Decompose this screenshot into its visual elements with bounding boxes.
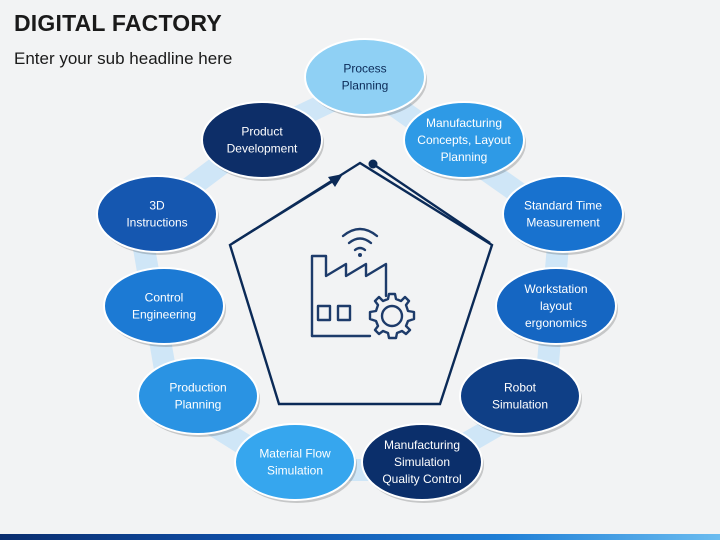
node-label-line: Material Flow xyxy=(259,447,331,461)
node-label-line: Process xyxy=(343,62,386,76)
node-ellipse xyxy=(201,101,323,179)
node-label-line: Measurement xyxy=(526,216,600,230)
node-label-line: Product xyxy=(241,125,283,139)
node-label-line: Control xyxy=(145,291,184,305)
node-workstation-layout-ergonomics: Workstation layout ergonomics xyxy=(495,267,618,347)
node-label-line: Manufacturing xyxy=(426,116,502,130)
node-label-line: Engineering xyxy=(132,308,196,322)
node-ellipse xyxy=(304,38,426,116)
node-label-line: ergonomics xyxy=(525,316,587,330)
node-label-line: layout xyxy=(540,299,573,313)
node-ellipse xyxy=(96,175,218,253)
node-ellipse xyxy=(502,175,624,253)
node-ellipse xyxy=(459,357,581,435)
node-ellipse xyxy=(234,423,356,501)
node-ellipse xyxy=(361,423,483,501)
process-arrow xyxy=(232,159,491,245)
node-ellipse xyxy=(103,267,225,345)
node-label-line: Standard Time xyxy=(524,199,602,213)
bottom-accent-bar xyxy=(0,534,720,540)
node-label-line: Workstation xyxy=(524,282,587,296)
center-pentagon xyxy=(228,161,494,406)
page-title: DIGITAL FACTORY xyxy=(14,10,222,36)
node-label-line: Development xyxy=(227,142,298,156)
node-label-line: Simulation xyxy=(492,398,548,412)
node-3d-instructions: 3D Instructions xyxy=(96,175,219,255)
node-label-line: Planning xyxy=(441,150,488,164)
node-label-line: Simulation xyxy=(394,455,450,469)
node-label-line: Production xyxy=(169,381,226,395)
node-label-line: Planning xyxy=(342,79,389,93)
node-ellipse xyxy=(403,101,525,179)
node-ellipse xyxy=(137,357,259,435)
node-label-line: Manufacturing xyxy=(384,438,460,452)
node-label-line: Instructions xyxy=(126,216,187,230)
smart-factory-icon xyxy=(310,227,416,340)
node-ellipse xyxy=(495,267,617,345)
node-label-line: Concepts, Layout xyxy=(417,133,511,147)
node-label-line: Robot xyxy=(504,381,537,395)
arrow-start-dot xyxy=(368,159,378,169)
node-label-line: Simulation xyxy=(267,464,323,478)
node-label-line: 3D xyxy=(149,199,165,213)
node-label-line: Planning xyxy=(175,398,222,412)
page-subtitle: Enter your sub headline here xyxy=(14,49,233,68)
node-label-line: Quality Control xyxy=(382,472,461,486)
